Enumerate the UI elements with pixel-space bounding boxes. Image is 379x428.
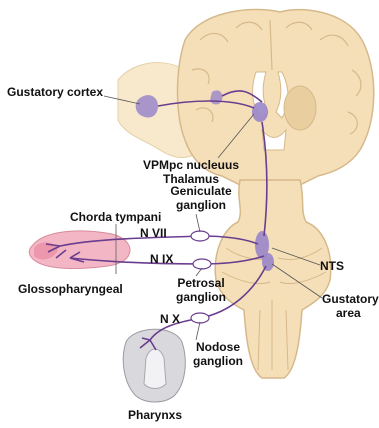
petrosal-ganglion [193,259,211,269]
nodose-ganglion [191,313,209,323]
label-pharynxs: Pharynxs [110,408,200,422]
label-n-x: N X [160,312,180,326]
label-geniculate-ganglion: ganglion [156,198,246,212]
label-nts: NTS [320,259,344,273]
label-geniculate: Geniculate [156,184,246,198]
label-gustatory-area: Gustatory [322,292,379,306]
label-gustatory-area-2: area [336,306,361,320]
label-n-vii: N VII [140,226,167,240]
label-nodose: Nodose [180,340,256,354]
vpmpc-nucleus [252,102,268,122]
label-chorda-tympani: Chorda tympani [70,210,161,224]
label-glossopharyngeal: Glossopharyngeal [18,282,123,296]
label-n-ix: N IX [150,252,173,266]
label-nodose-ganglion: ganglion [180,354,256,368]
label-petrosal: Petrosal [156,276,246,290]
label-gustatory-cortex: Gustatory cortex [7,85,103,99]
thalamus-right [284,86,316,130]
pharynx-inner [144,349,166,389]
label-petrosal-ganglion: ganglion [156,290,246,304]
label-vpmpc-nucleus: VPMpc nucleuus [126,158,256,172]
geniculate-ganglion [191,231,209,241]
